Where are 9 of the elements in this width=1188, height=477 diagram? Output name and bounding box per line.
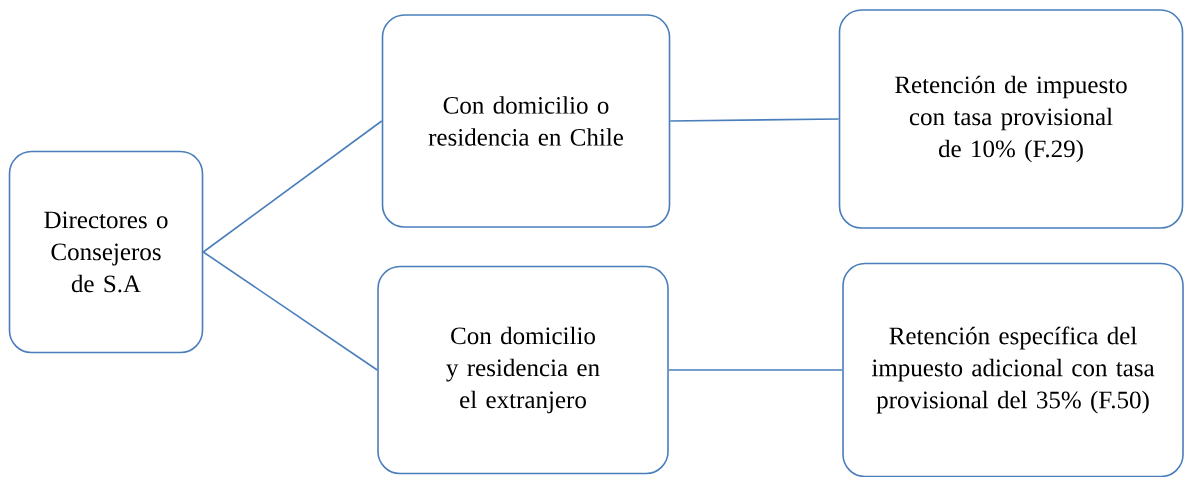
connector-line: [668, 369, 843, 371]
process-box: Con domicilio y residencia en el extranjero: [377, 265, 669, 475]
process-box: Con domicilio o residencia en Chile: [381, 14, 671, 228]
process-box: Retención de impuesto con tasa provisional de 10% (F.29): [838, 9, 1184, 229]
process-box: Directores o Consejeros de S.A: [8, 150, 204, 354]
connector-line: [669, 118, 840, 122]
connector-line: [202, 251, 378, 371]
connector-line: [202, 120, 383, 253]
process-box: Retención específica del impuesto adicional con tasa provisional del 35% (F.50): [842, 262, 1184, 477]
